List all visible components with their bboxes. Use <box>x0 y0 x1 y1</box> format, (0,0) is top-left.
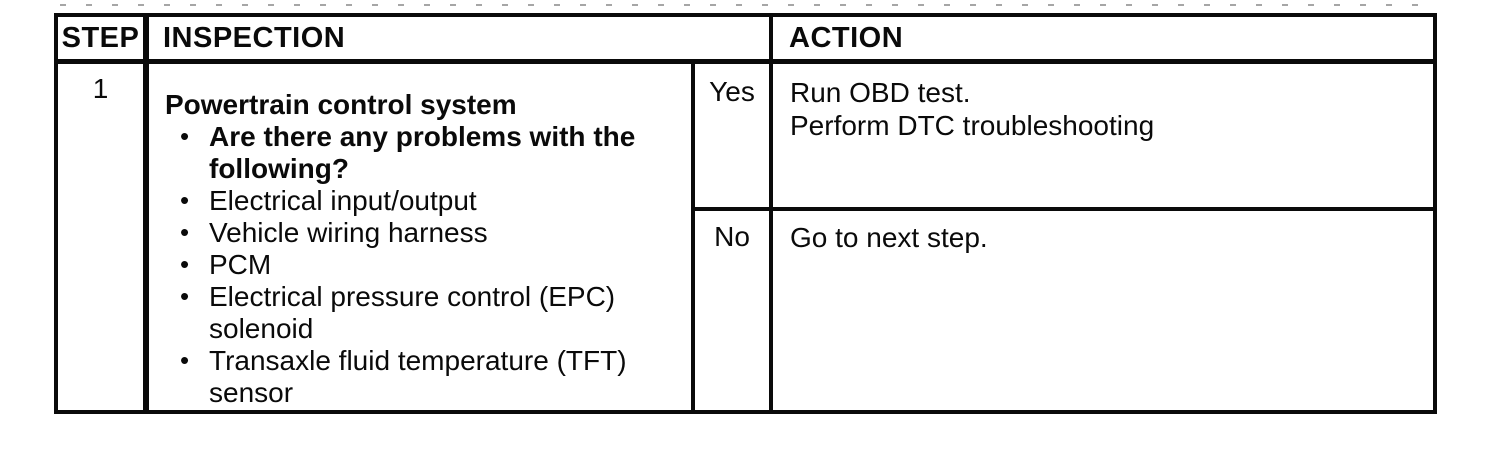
inspection-cell: Powertrain control system • Are there an… <box>149 64 695 410</box>
action-yes-cell: Run OBD test. Perform DTC troubleshootin… <box>773 64 1433 211</box>
action-no-cell: Go to next step. <box>773 211 1433 410</box>
troubleshooting-table: STEP INSPECTION ACTION 1 Powertrain cont… <box>54 13 1437 414</box>
bullet-icon: • <box>180 185 190 215</box>
bullet-icon: • <box>180 217 190 247</box>
header-action: ACTION <box>773 17 1433 64</box>
inspection-bullet-list: • Are there any problems with the follow… <box>165 121 681 409</box>
action-line: Run OBD test. <box>790 77 971 108</box>
header-step-label: STEP <box>61 21 140 54</box>
inspection-bullet: • Transaxle fluid temperature (TFT) sens… <box>165 345 681 409</box>
header-inspection: INSPECTION <box>149 17 773 64</box>
bullet-icon: • <box>180 249 190 279</box>
inspection-bullet-text: Transaxle fluid temperature (TFT) sensor <box>209 345 627 408</box>
answer-yes-label: Yes <box>709 76 755 107</box>
step-number: 1 <box>92 73 109 104</box>
inspection-bullet: • PCM <box>165 249 681 281</box>
inspection-bullet-text: Electrical pressure control (EPC) soleno… <box>209 281 616 344</box>
inspection-bullet: • Vehicle wiring harness <box>165 217 681 249</box>
bullet-icon: • <box>180 281 190 311</box>
inspection-bullet-text: Electrical input/output <box>209 185 477 216</box>
header-action-label: ACTION <box>789 21 904 54</box>
answer-no-cell: No <box>695 211 773 410</box>
bullet-icon: • <box>180 345 190 375</box>
inspection-bullet: • Are there any problems with the follow… <box>165 121 681 185</box>
header-step: STEP <box>58 17 149 64</box>
answer-no-label: No <box>714 221 750 252</box>
answer-yes-cell: Yes <box>695 64 773 211</box>
inspection-bullet: • Electrical input/output <box>165 185 681 217</box>
bullet-icon: • <box>180 121 190 151</box>
action-line: Go to next step. <box>790 222 988 253</box>
header-inspection-label: INSPECTION <box>163 21 346 54</box>
step-number-cell: 1 <box>58 64 149 410</box>
inspection-bullet-text: Are there any problems with the followin… <box>209 121 636 184</box>
inspection-bullet-text: Vehicle wiring harness <box>209 217 488 248</box>
inspection-title: Powertrain control system <box>165 89 517 120</box>
scan-noise-line <box>60 4 1430 6</box>
inspection-bullet: • Electrical pressure control (EPC) sole… <box>165 281 681 345</box>
inspection-bullet-text: PCM <box>209 249 272 280</box>
action-line: Perform DTC troubleshooting <box>790 110 1155 141</box>
